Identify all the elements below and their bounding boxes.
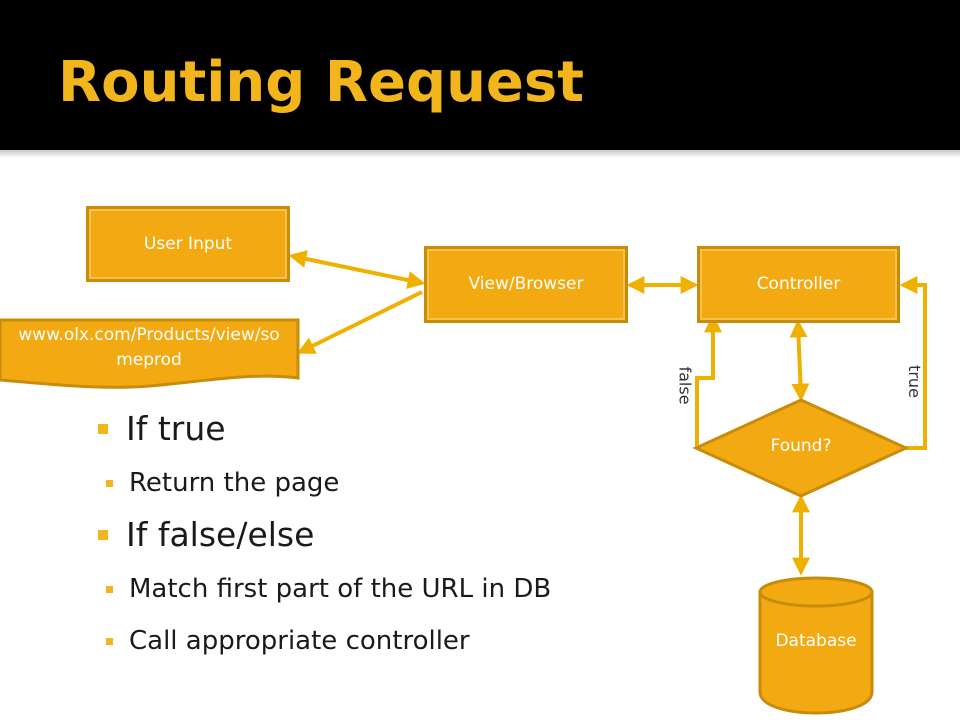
arrow-found-true-controller (899, 276, 927, 450)
bullet-text: If false/else (126, 515, 315, 554)
bullet-return-page: Return the page (106, 468, 339, 498)
found-label: Found? (770, 436, 832, 456)
user-input-box: User Input (86, 206, 290, 282)
bullet-match-url: Match first part of the URL in DB (106, 574, 551, 604)
page-title: Routing Request (58, 50, 585, 115)
bullet-text: If true (126, 409, 226, 448)
controller-box: Controller (697, 246, 900, 323)
user-input-label: User Input (143, 233, 233, 254)
database-shape (758, 576, 874, 715)
square-bullet-icon (106, 479, 113, 487)
square-bullet-icon (98, 529, 108, 540)
arrow-browser-url (296, 290, 423, 354)
arrow-controller-found (789, 319, 810, 402)
arrow-found-false-controller (695, 314, 722, 448)
view-browser-label: View/Browser (468, 274, 584, 295)
url-document-label: www.olx.com/Products/view/someprod (18, 325, 280, 370)
true-edge-label: true (904, 365, 924, 398)
bullet-if-false: If false/else (98, 515, 314, 554)
bullet-text: Call appropriate controller (129, 626, 470, 656)
false-edge-label: false (675, 366, 695, 405)
bullet-if-true: If true (98, 409, 226, 448)
view-browser-box: View/Browser (424, 246, 628, 323)
square-bullet-icon (98, 423, 108, 434)
title-divider (0, 150, 960, 158)
square-bullet-icon (106, 637, 113, 645)
bullet-call-controller: Call appropriate controller (106, 626, 470, 656)
square-bullet-icon (106, 585, 113, 593)
controller-label: Controller (756, 274, 841, 295)
bullet-text: Return the page (129, 468, 340, 498)
bullet-text: Match first part of the URL in DB (129, 574, 552, 604)
database-label: Database (775, 631, 857, 651)
found-decision-shape (692, 398, 910, 498)
url-document-shape (0, 318, 300, 389)
arrow-userinput-browser (288, 250, 426, 289)
title-bar: Routing Request (0, 0, 960, 150)
